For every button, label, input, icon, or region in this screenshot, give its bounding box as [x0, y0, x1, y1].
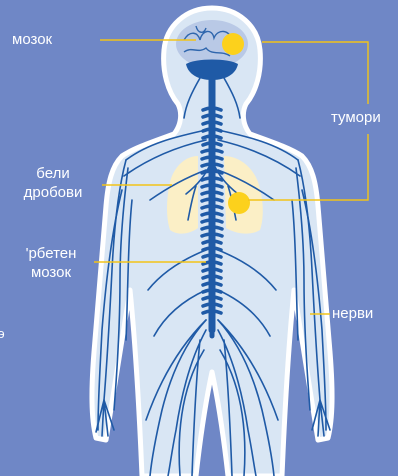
vertebral-nerve-branch	[203, 283, 221, 285]
label-brain: мозок	[12, 30, 52, 49]
spinal-cord	[202, 76, 222, 336]
vertebral-nerve-branch	[203, 143, 221, 145]
vertebral-nerve-branch	[202, 206, 222, 208]
vertebral-nerve-branch	[203, 290, 221, 292]
edge-glyph: э	[0, 324, 5, 343]
vertebral-nerve-branch	[202, 185, 222, 187]
vertebral-nerve-branch	[202, 213, 222, 215]
vertebral-nerve-branch	[203, 115, 221, 117]
vertebral-nerve-branch	[203, 297, 221, 299]
vertebral-nerve-branch	[202, 234, 222, 236]
vertebral-nerve-branch	[203, 129, 221, 131]
vertebral-nerve-branch	[203, 304, 221, 306]
vertebral-nerve-branch	[203, 248, 221, 250]
vertebral-nerve-branch	[203, 136, 221, 138]
vertebral-nerve-branch	[203, 241, 221, 243]
label-spinal-line2: мозок	[8, 263, 94, 282]
vertebral-nerve-branch	[203, 269, 221, 271]
label-spinal-cord: 'рбетен мозок	[8, 244, 94, 282]
vertebral-nerve-branch	[202, 220, 222, 222]
label-spinal-line1: 'рбетен	[8, 244, 94, 263]
vertebral-nerve-branch	[203, 276, 221, 278]
lung-tumor	[228, 192, 250, 214]
label-tumors: тумори	[331, 108, 381, 127]
label-lungs: бели дробови	[6, 164, 100, 202]
vertebral-nerve-branch	[203, 122, 221, 124]
vertebral-nerve-branch	[202, 157, 222, 159]
vertebral-nerve-branch	[203, 255, 221, 257]
brain-tumor	[222, 33, 244, 55]
vertebral-nerve-branch	[202, 192, 222, 194]
vertebral-nerve-branch	[202, 164, 222, 166]
label-lungs-line1: бели	[6, 164, 100, 183]
vertebral-nerve-branch	[202, 199, 222, 201]
vertebral-nerve-branch	[202, 178, 222, 180]
vertebral-nerve-branch	[203, 311, 221, 313]
vertebral-nerve-branch	[202, 171, 222, 173]
label-nerves: нерви	[332, 304, 373, 323]
vertebral-nerve-branch	[202, 227, 222, 229]
label-lungs-line2: дробови	[6, 183, 100, 202]
vertebral-nerve-branch	[203, 108, 221, 110]
vertebral-nerve-branch	[202, 150, 222, 152]
